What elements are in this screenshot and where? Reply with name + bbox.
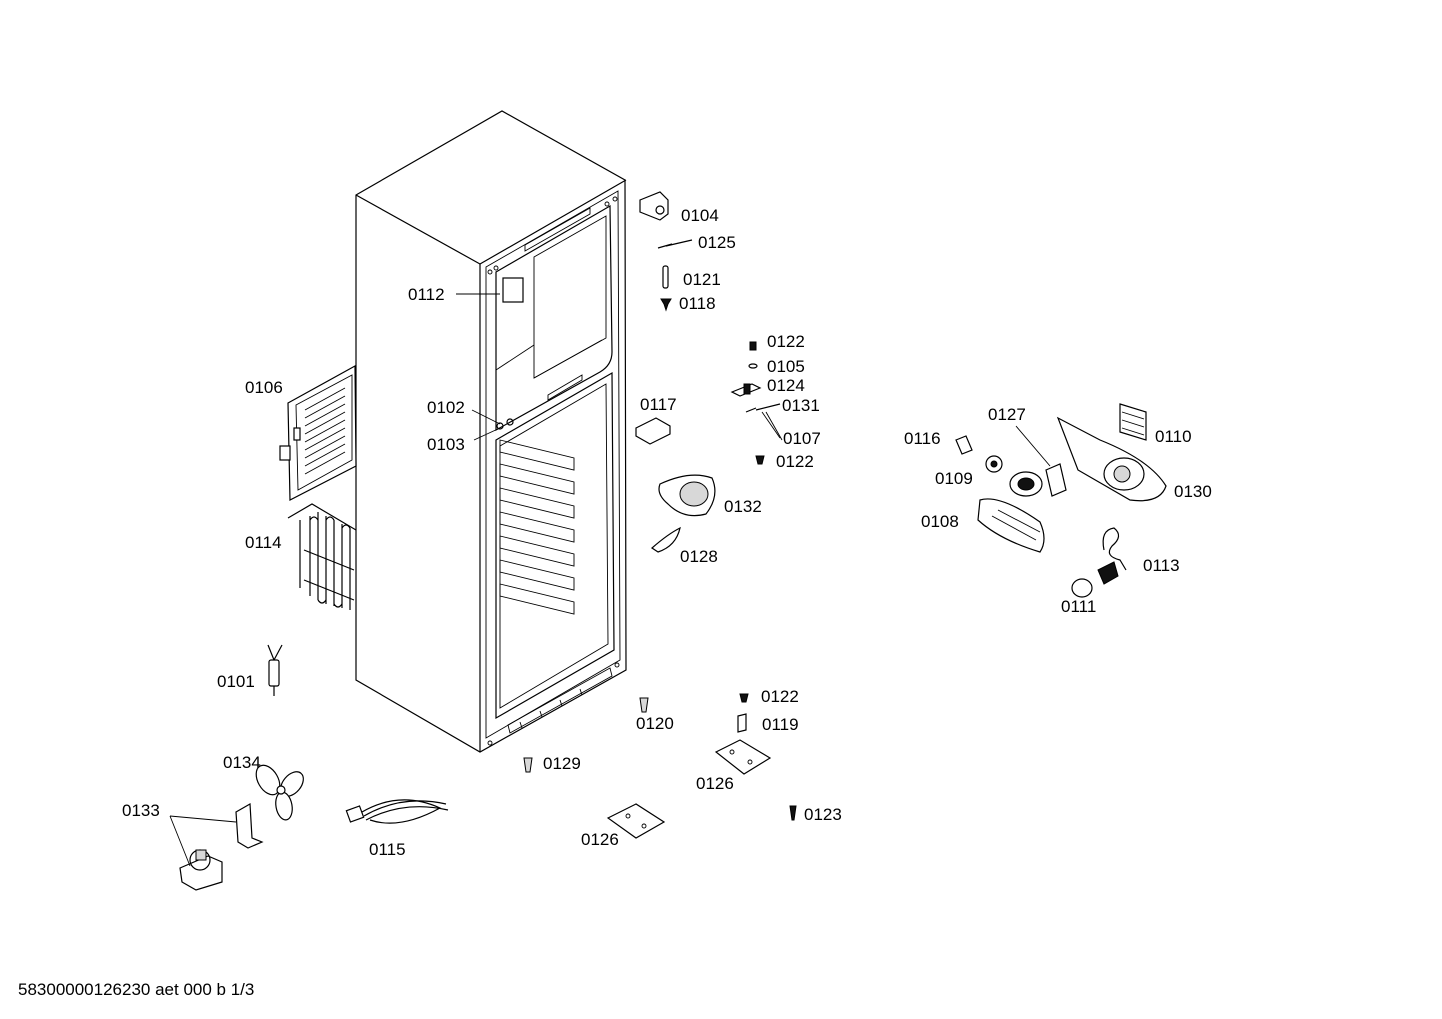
label-0118: 0118 <box>679 294 716 313</box>
document-id: 58300000126230 aet 000 b 1/3 <box>18 980 255 999</box>
label-0124: 0124 <box>767 376 805 395</box>
label-0122: 0122 <box>776 452 814 471</box>
label-0133: 0133 <box>122 801 160 820</box>
label-0122: 0122 <box>761 687 799 706</box>
label-0129: 0129 <box>543 754 581 773</box>
label-0119: 0119 <box>762 715 799 734</box>
fan-shroud-drawing <box>651 474 716 553</box>
label-0105: 0105 <box>767 357 805 376</box>
condenser-0114-drawing <box>287 503 357 610</box>
lamp-thermostat-drawing <box>955 403 1167 598</box>
power-cord-0115-drawing <box>345 799 449 824</box>
label-0134: 0134 <box>223 753 261 772</box>
label-0128: 0128 <box>680 547 718 566</box>
label-0103: 0103 <box>427 435 465 454</box>
label-0132: 0132 <box>724 497 762 516</box>
label-0127: 0127 <box>988 405 1026 424</box>
part-labels: 0104 0125 0121 0118 0112 0122 0105 0124 … <box>122 206 1212 859</box>
label-0125: 0125 <box>698 233 736 252</box>
label-0111: 0111 <box>1061 597 1096 616</box>
label-0102: 0102 <box>427 398 465 417</box>
label-0131: 0131 <box>782 396 820 415</box>
label-0122: 0122 <box>767 332 805 351</box>
label-0112: 0112 <box>408 285 445 304</box>
label-0126: 0126 <box>581 830 619 849</box>
fan-motor-0133-drawing <box>179 802 264 891</box>
label-0108: 0108 <box>921 512 959 531</box>
label-0106: 0106 <box>245 378 283 397</box>
label-0126: 0126 <box>696 774 734 793</box>
label-0104: 0104 <box>681 206 719 225</box>
hinge-parts-drawing <box>471 191 783 465</box>
label-0101: 0101 <box>217 672 255 691</box>
label-0117: 0117 <box>640 395 677 414</box>
label-0110: 0110 <box>1155 427 1192 446</box>
label-0107: 0107 <box>783 429 821 448</box>
filter-drier-0101-drawing <box>267 644 283 696</box>
label-0123: 0123 <box>804 805 842 824</box>
label-0115: 0115 <box>369 840 406 859</box>
label-0116: 0116 <box>904 429 941 448</box>
fan-blade-0134-drawing <box>255 764 304 821</box>
label-0113: 0113 <box>1143 556 1180 575</box>
back-panel-0106-drawing <box>279 364 357 501</box>
label-0130: 0130 <box>1174 482 1212 501</box>
label-0114: 0114 <box>245 533 282 552</box>
label-0109: 0109 <box>935 469 973 488</box>
label-0121: 0121 <box>683 270 721 289</box>
cabinet-drawing <box>355 110 627 753</box>
leader-lines <box>169 293 1051 867</box>
label-0120: 0120 <box>636 714 674 733</box>
bottom-hardware-drawing <box>523 693 797 839</box>
